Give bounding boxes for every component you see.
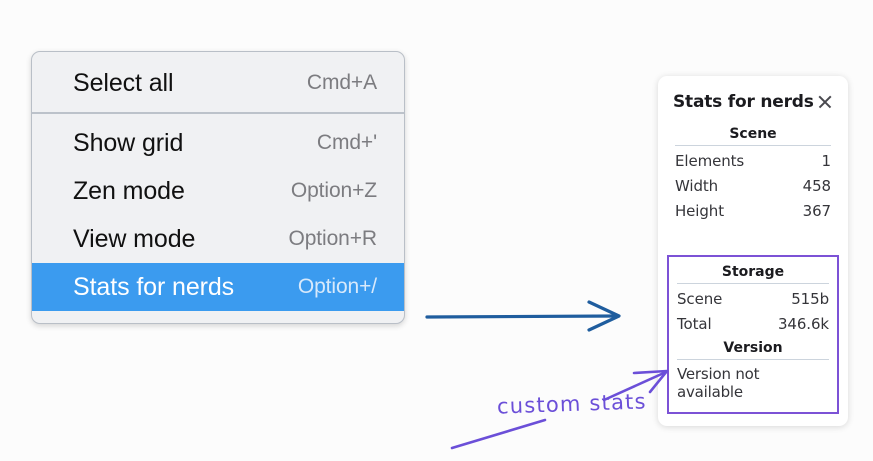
stat-row: Scene 515b [669,286,837,311]
menu-item-show-grid[interactable]: Show grid Cmd+' [32,119,404,167]
stat-row: Height 367 [667,198,839,223]
stat-key: Scene [677,289,723,308]
custom-stats-highlight-region: Storage Scene 515b Total 346.6k Version … [667,255,839,414]
stats-panel-title: Stats for nerds [673,92,814,112]
context-menu[interactable]: Select all Cmd+A Show grid Cmd+' Zen mod… [31,51,405,324]
stat-key: Width [675,176,719,195]
version-text: Version not available [677,365,760,401]
menu-item-stats-for-nerds[interactable]: Stats for nerds Option+/ [32,263,404,311]
blue-arrow-annotation [425,300,621,332]
menu-item-label: Show grid [73,128,184,157]
stat-value: 346.6k [777,314,829,333]
section-rule [677,283,829,284]
stat-row: Elements 1 [667,148,839,173]
close-icon[interactable] [816,93,834,111]
section-rule [675,145,831,146]
stat-row: Total 346.6k [669,311,837,336]
storage-section: Storage Scene 515b Total 346.6k [669,260,837,336]
section-title-version: Version [723,340,783,356]
menu-group-2: Show grid Cmd+' Zen mode Option+Z View m… [32,119,404,311]
menu-item-view-mode[interactable]: View mode Option+R [32,215,404,263]
section-rule [677,359,829,360]
stat-value: 1 [821,151,832,170]
stat-value: 458 [802,176,831,195]
menu-group-1: Select all Cmd+A [32,59,404,107]
section-title-scene: Scene [729,126,777,142]
menu-item-zen-mode[interactable]: Zen mode Option+Z [32,167,404,215]
stat-value: 367 [802,201,831,220]
stats-panel-header: Stats for nerds [667,76,839,122]
menu-item-label: Zen mode [73,176,185,205]
section-title-storage: Storage [721,264,785,280]
stat-value: 515b [791,289,829,308]
scene-section: Scene Elements 1 Width 458 Height 367 [667,122,839,223]
stat-key: Height [675,201,724,220]
stat-row: Width 458 [667,173,839,198]
stats-for-nerds-panel: Stats for nerds Scene Elements 1 Width 4… [658,76,848,426]
menu-separator [32,112,404,114]
stat-key: Elements [675,151,745,170]
menu-item-shortcut: Cmd+' [316,131,377,154]
menu-item-shortcut: Cmd+A [306,71,377,94]
menu-item-select-all[interactable]: Select all Cmd+A [32,59,404,107]
custom-stats-annotation-label: custom stats [496,389,648,419]
menu-item-label: Select all [73,68,174,97]
purple-underline-annotation [450,418,547,450]
menu-item-label: Stats for nerds [73,272,235,301]
menu-item-shortcut: Option+R [288,227,377,250]
version-section: Version Version not available [669,336,837,401]
menu-item-shortcut: Option+/ [297,275,377,298]
menu-item-shortcut: Option+Z [290,179,377,202]
stat-key: Total [677,314,712,333]
menu-item-label: View mode [73,224,196,253]
